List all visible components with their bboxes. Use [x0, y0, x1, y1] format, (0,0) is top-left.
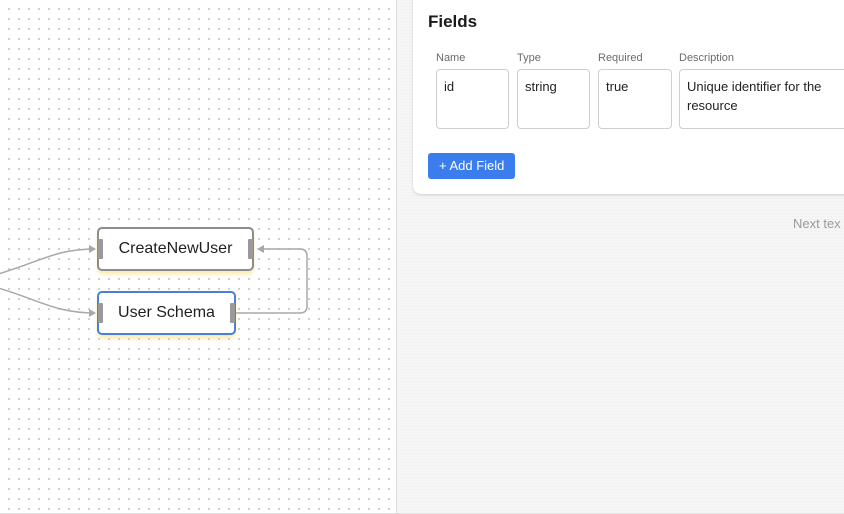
fields-card: Fields Name Type Required Description id… — [413, 0, 844, 194]
node-label: User Schema — [118, 304, 215, 321]
node-user-schema[interactable]: User Schema — [97, 291, 236, 335]
panel-divider[interactable] — [396, 0, 397, 514]
edge-to-user-schema[interactable] — [0, 287, 96, 317]
edges-layer — [0, 245, 308, 317]
properties-panel: Fields Name Type Required Description id… — [397, 0, 844, 514]
field-type-input[interactable]: string — [517, 69, 590, 129]
node-label: CreateNewUser — [118, 240, 233, 257]
flow-canvas[interactable]: CreateNewUser User Schema — [0, 0, 396, 514]
column-header-description: Description — [679, 52, 735, 64]
node-target-handle[interactable] — [98, 239, 103, 259]
field-name-input[interactable]: id — [436, 69, 509, 129]
node-target-handle[interactable] — [98, 303, 103, 323]
edge-to-create-new-user[interactable] — [0, 245, 96, 275]
node-source-handle[interactable] — [248, 239, 253, 259]
field-required-input[interactable]: true — [598, 69, 672, 129]
next-text-label: Next tex — [793, 216, 841, 231]
add-field-button[interactable]: + Add Field — [428, 153, 516, 179]
fields-title: Fields — [428, 12, 478, 31]
column-header-name: Name — [436, 52, 466, 64]
column-header-required: Required — [598, 52, 643, 64]
node-create-new-user[interactable]: CreateNewUser — [97, 227, 254, 271]
edge-schema-to-create[interactable] — [236, 245, 308, 314]
column-header-type: Type — [517, 52, 541, 64]
node-source-handle[interactable] — [230, 303, 235, 323]
field-description-input[interactable]: Unique identifier for the resource — [679, 69, 844, 129]
